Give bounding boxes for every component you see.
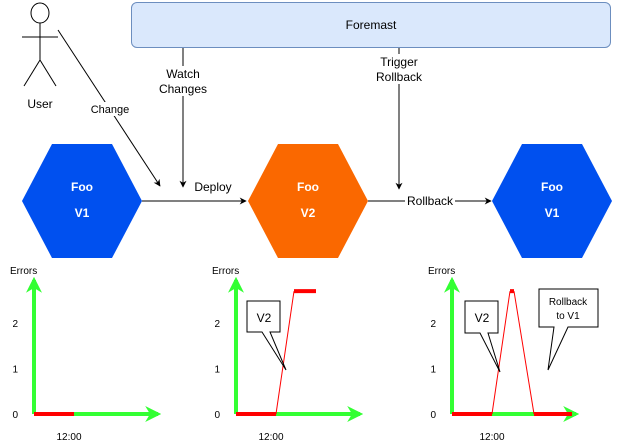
v2-callout-label: V2 <box>475 311 490 325</box>
deploy-edge: Deploy <box>142 180 247 205</box>
rollback-callout-line1: Rollback <box>549 297 588 308</box>
y-axis-label: Errors <box>10 266 37 277</box>
y-tick-label: 1 <box>430 365 436 376</box>
rollback-label: Rollback <box>407 194 454 208</box>
foo-v1-rollback-version: V1 <box>545 206 560 220</box>
series-segment <box>491 291 511 415</box>
rollback-edge: Rollback <box>368 194 492 208</box>
watch-label-line2: Changes <box>159 82 207 96</box>
v2-callout <box>464 300 501 373</box>
x-tick-label: 12:00 <box>258 432 283 443</box>
foremast-box: Foremast <box>131 2 611 48</box>
foo-v1-node: Foo V1 <box>22 144 142 258</box>
y-tick-label: 2 <box>214 319 220 330</box>
user-label: User <box>27 97 52 111</box>
watch-changes-edge: Watch Changes <box>155 48 211 188</box>
error-chart-1: Errors 0 1 2 12:00 <box>10 266 162 443</box>
v2-callout-label: V2 <box>257 311 272 325</box>
foo-v1-name: Foo <box>71 180 93 194</box>
y-tick-label: 1 <box>214 365 220 376</box>
y-tick-label: 0 <box>430 410 436 421</box>
y-axis-label: Errors <box>428 266 455 277</box>
watch-label-line1: Watch <box>166 67 200 81</box>
user-actor-icon <box>22 2 58 87</box>
foo-v1-rollback-name: Foo <box>541 180 563 194</box>
y-axis-label: Errors <box>212 266 239 277</box>
v2-callout <box>246 300 287 371</box>
trigger-label-line1: Trigger <box>380 55 418 69</box>
series-segment <box>275 291 295 415</box>
trigger-rollback-edge: Trigger Rollback <box>371 48 427 190</box>
y-tick-label: 1 <box>12 365 18 376</box>
x-tick-label: 12:00 <box>479 432 504 443</box>
trigger-label-line2: Rollback <box>376 70 423 84</box>
foremast-label: Foremast <box>345 18 397 32</box>
y-tick-label: 0 <box>12 410 18 421</box>
foo-v1-rollback-node: Foo V1 <box>492 144 612 258</box>
change-edge: Change <box>57 29 161 187</box>
change-label: Change <box>91 104 130 116</box>
error-chart-2: Errors 0 1 2 12:00 V2 <box>212 266 364 443</box>
error-chart-3: Errors 0 1 2 12:00 V2 Rollback to V1 <box>428 266 599 443</box>
series-segment <box>513 291 535 415</box>
foo-v2-version: V2 <box>301 206 316 220</box>
x-tick-label: 12:00 <box>56 432 81 443</box>
rollback-callout <box>538 288 599 371</box>
y-tick-label: 0 <box>214 410 220 421</box>
error-charts: Errors 0 1 2 12:00 Errors 0 1 2 12:00 V2 Errors 0 1 2 1… <box>10 266 599 443</box>
y-tick-label: 2 <box>12 319 18 330</box>
rollback-callout-line2: to V1 <box>556 311 580 322</box>
foo-v2-node: Foo V2 <box>248 144 368 258</box>
foo-v1-version: V1 <box>75 206 90 220</box>
foo-v2-name: Foo <box>297 180 319 194</box>
deploy-label: Deploy <box>194 180 231 194</box>
y-tick-label: 2 <box>430 319 436 330</box>
